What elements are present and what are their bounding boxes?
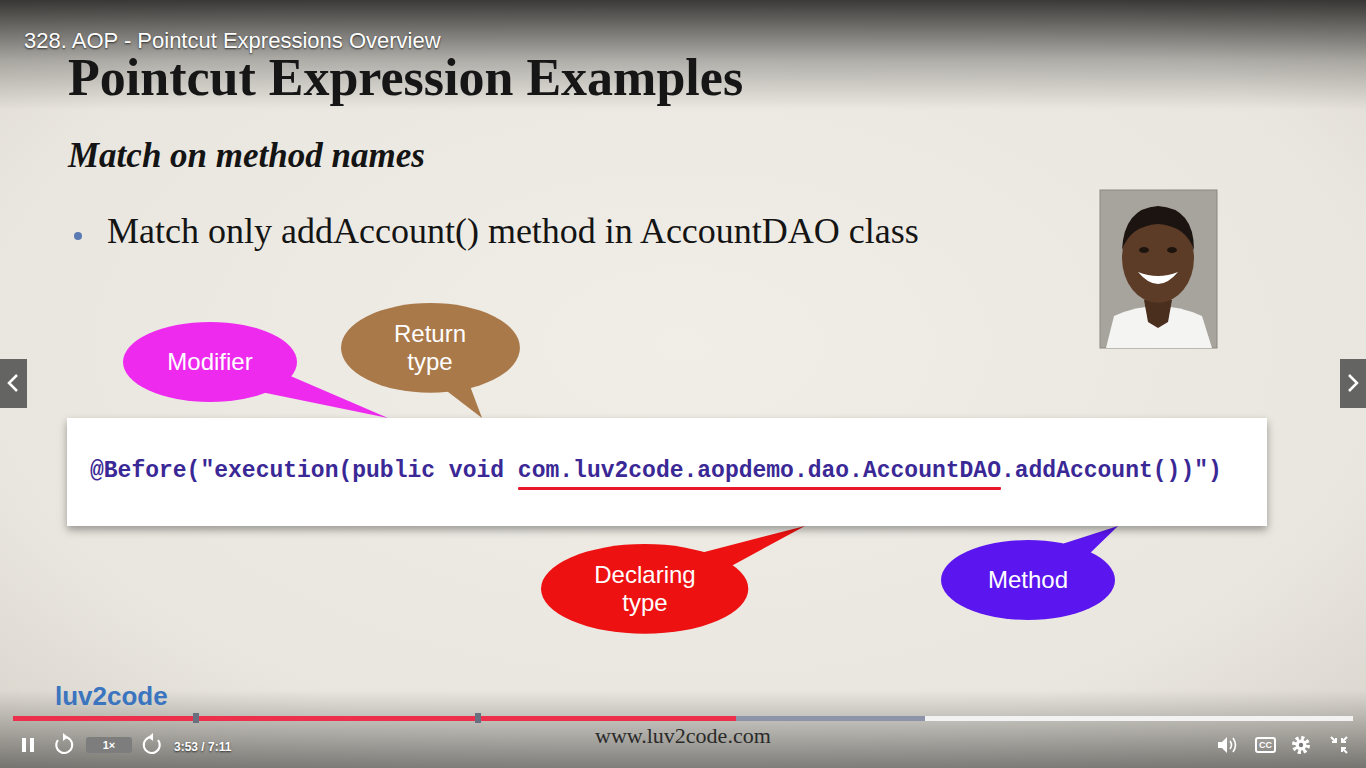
footer-url: www.luv2code.com [595, 723, 771, 748]
method-callout: Method [941, 540, 1115, 620]
bottom-shade [0, 690, 1366, 768]
replay-icon [56, 733, 72, 753]
slide-title: Pointcut Expression Examples [68, 52, 743, 104]
top-shade [0, 0, 1366, 110]
time-display: 3:53 / 7:11 [174, 741, 231, 755]
oval-fill [341, 303, 520, 393]
captions-button: CC [1255, 737, 1276, 753]
callout-text: Declaring type [580, 561, 710, 616]
instructor-photo [1100, 190, 1217, 348]
modifier-callout: Modifier [123, 322, 297, 402]
subheading: Match on method names [68, 136, 425, 176]
forward-icon [144, 733, 160, 753]
footer-url-wrap: www.luv2code.com [595, 723, 771, 748]
speed-button: 1× [86, 737, 132, 753]
video-title-wrap: 328. AOP - Pointcut Expressions Overview [24, 28, 441, 53]
subheading-wrap: Match on method names [68, 136, 425, 176]
fullscreen-exit-icon [1331, 737, 1347, 753]
callout-text: Return type [375, 320, 485, 375]
time-display-wrap: 3:53 / 7:11 [174, 737, 231, 755]
bullet-text: Match only addAccount() method in Accoun… [107, 211, 919, 252]
nav-arrow-left [0, 359, 27, 408]
code-text: @Before("execution(public void com.luv2c… [90, 458, 1222, 486]
callout-text: Modifier [167, 348, 252, 376]
bullet-dot [74, 232, 82, 240]
oval-fill [541, 544, 748, 634]
video-title: 328. AOP - Pointcut Expressions Overview [24, 28, 441, 53]
oval-fill [123, 322, 297, 402]
title-wrap: Pointcut Expression Examples [68, 52, 743, 104]
settings-icon [1294, 738, 1308, 752]
logo-text-wrap: luv2code [55, 682, 168, 712]
logo-text: luv2code [55, 682, 168, 712]
pause-icon [22, 738, 34, 752]
declaring-type-callout: Declaring type [541, 544, 748, 634]
bullet-text-wrap: Match only addAccount() method in Accoun… [107, 211, 919, 252]
return-type-callout: Return type [341, 303, 520, 393]
button-text: 1× [103, 740, 116, 751]
button-text: CC [1259, 741, 1272, 750]
volume-icon [1218, 737, 1236, 753]
code-box: @Before("execution(public void com.luv2c… [67, 418, 1267, 526]
callout-text: Method [988, 566, 1068, 594]
nav-arrow-right [1340, 359, 1366, 408]
declaring-type-underline [518, 487, 1001, 490]
oval-fill [941, 540, 1115, 620]
progress-bar [13, 713, 1353, 723]
